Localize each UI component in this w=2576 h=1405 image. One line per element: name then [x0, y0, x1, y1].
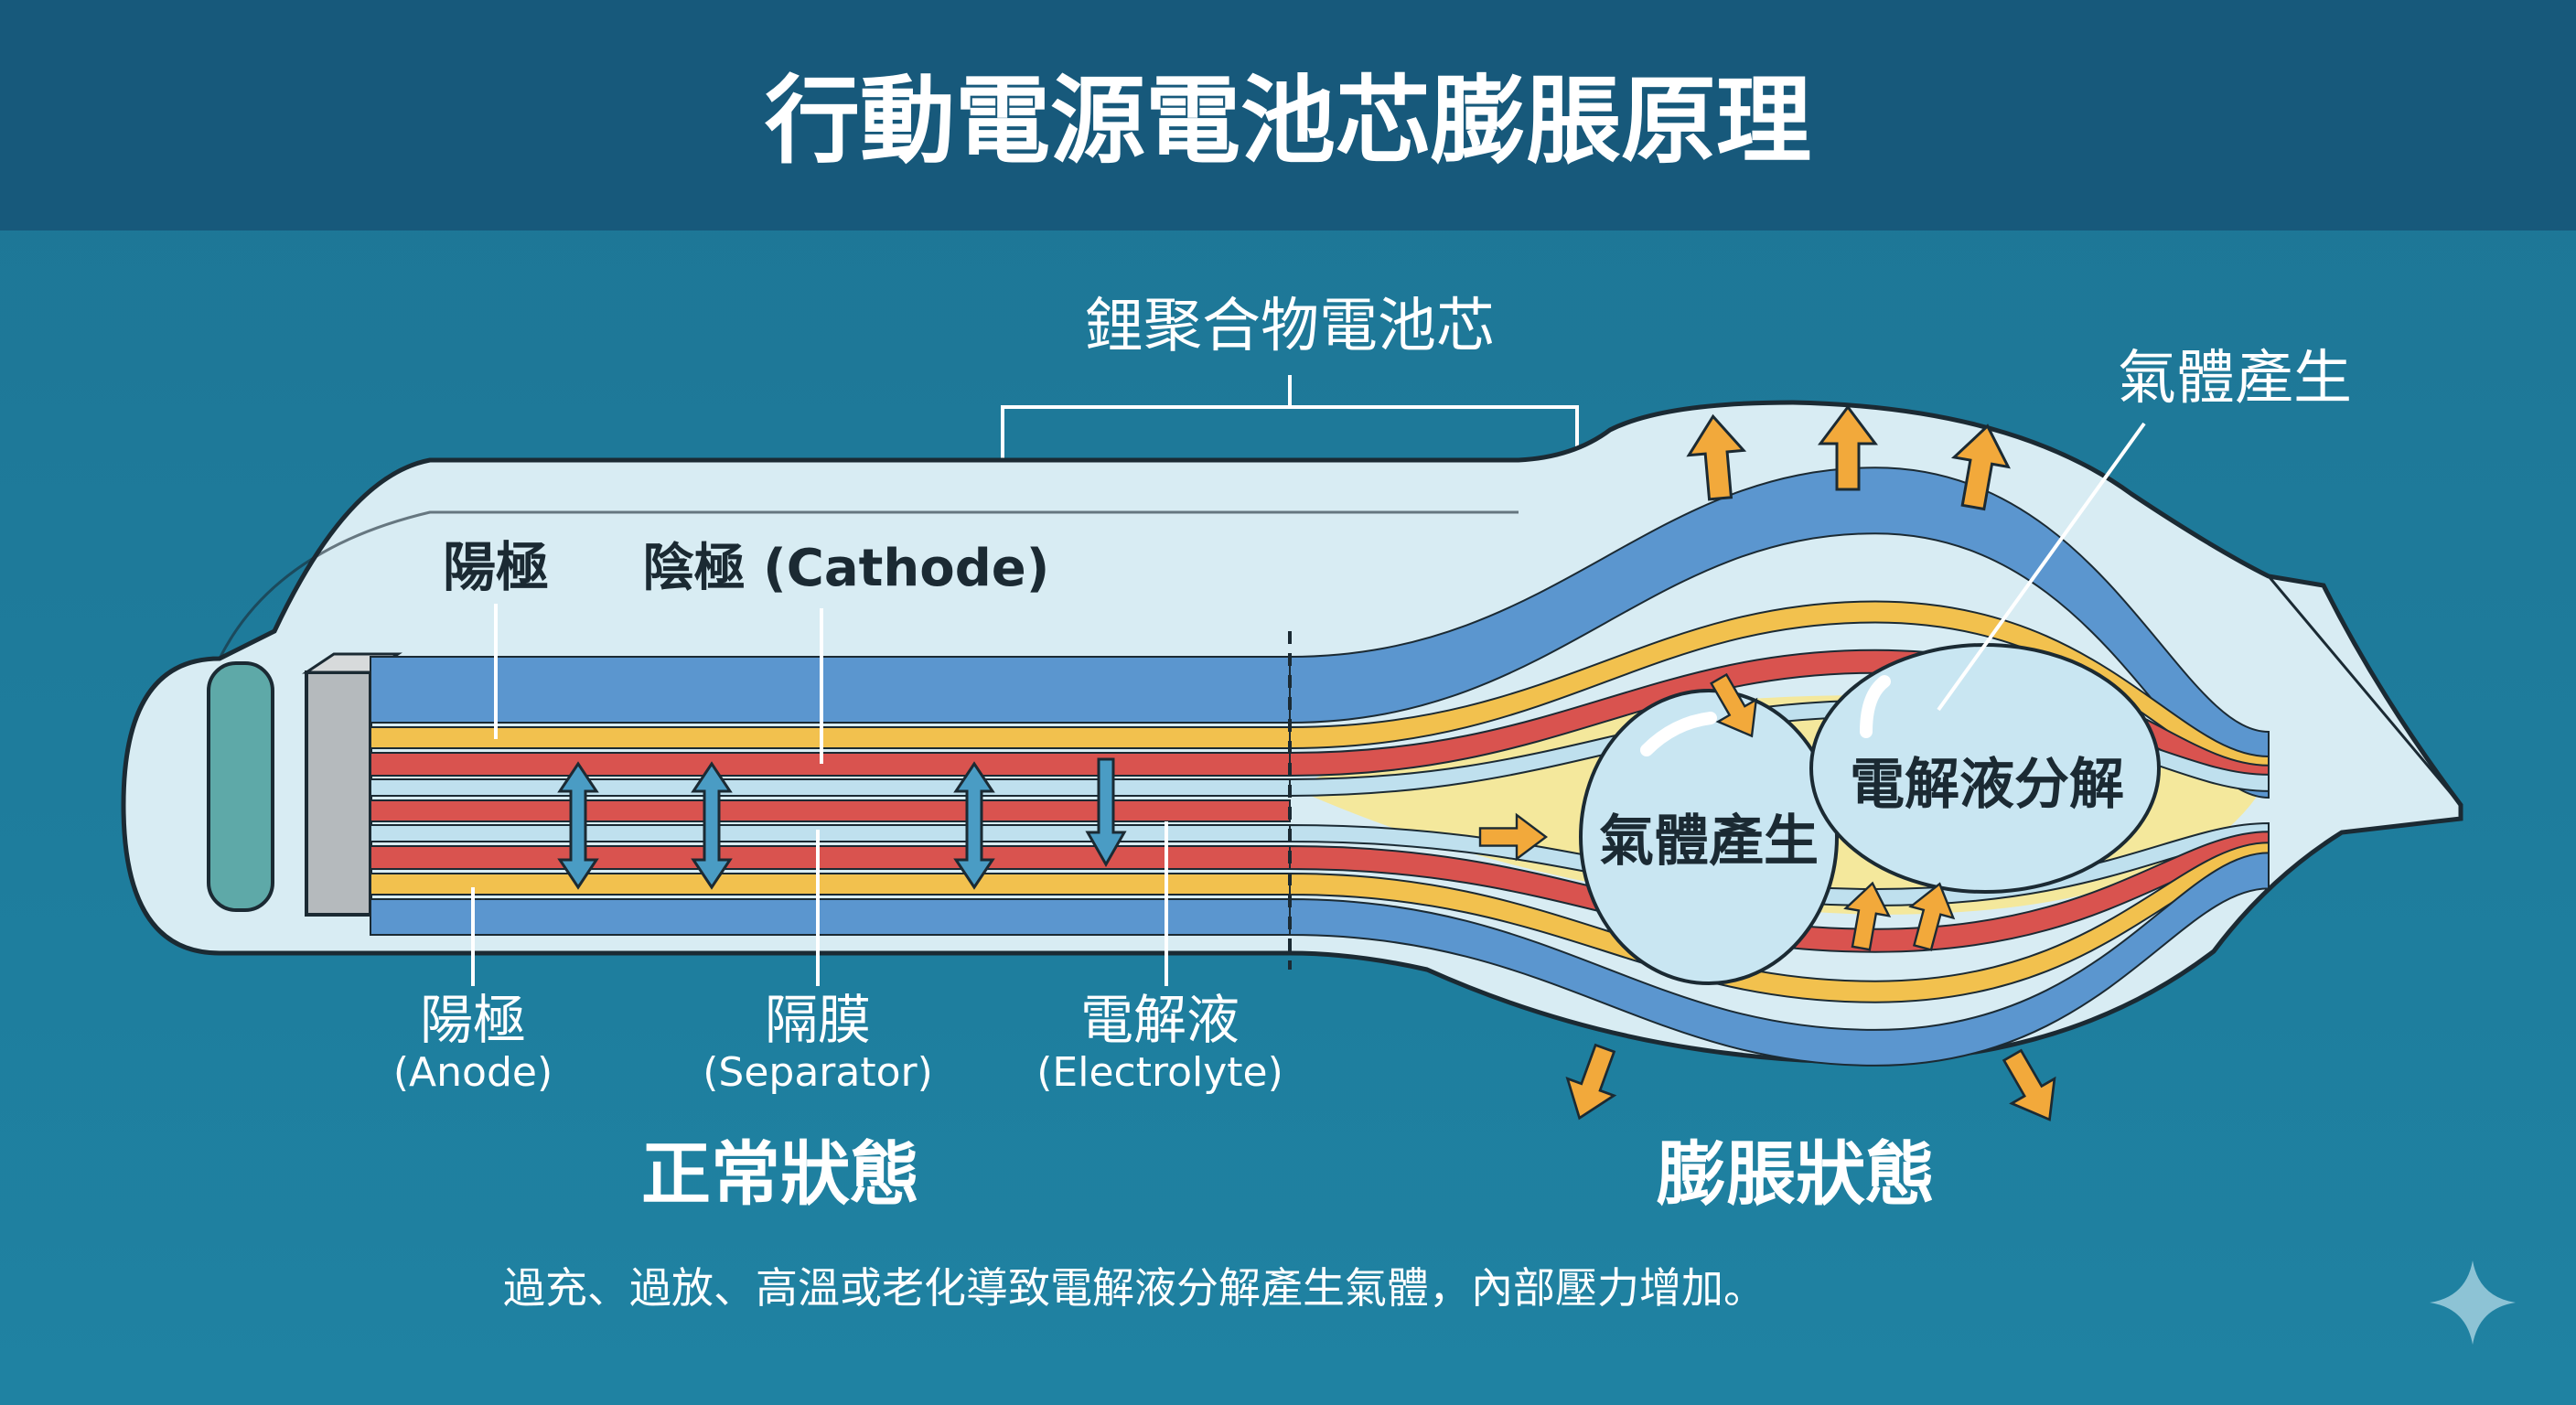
- state-swollen-label: 膨脹狀態: [1657, 1133, 1935, 1215]
- pressure-arrow-icon: [1565, 1043, 1617, 1121]
- ion-arrows: [557, 757, 1127, 890]
- pressure-arrow-icon: [1950, 424, 2011, 511]
- label-anode-en: (Anode): [393, 1049, 553, 1096]
- label-separator: 隔膜: [765, 989, 871, 1051]
- gas-label-inner: 氣體產生: [1599, 810, 1819, 874]
- double-arrow-icon: [691, 761, 733, 890]
- cell-label: 鋰聚合物電池芯: [1085, 293, 1495, 360]
- cathode-layer: [370, 845, 1291, 870]
- double-arrow-icon: [953, 761, 995, 890]
- sparkle-icon: [2430, 1260, 2516, 1345]
- current-collector: [370, 726, 1291, 749]
- shell-top-edge: [218, 510, 1519, 660]
- gas-label-outer: 氣體產生: [2118, 345, 2352, 413]
- bubble-highlight: [1860, 675, 1891, 738]
- bubble-highlight: [1640, 712, 1717, 756]
- anode-layer-swollen: [1289, 852, 2270, 1067]
- current-collector: [370, 873, 1291, 896]
- electrode-layers: [370, 467, 2270, 1067]
- separator-layer: [370, 778, 1291, 797]
- header-band: [0, 0, 2576, 231]
- label-anode-top: 陽極: [443, 536, 549, 598]
- anode-layer-swollen: [1289, 467, 2270, 799]
- pressure-arrow-icon: [1818, 404, 1878, 491]
- pressure-arrow-icon: [2002, 1048, 2056, 1121]
- anode-layer: [370, 656, 1291, 724]
- footer-caption: 過充、過放、高溫或老化導致電解液分解產生氣體，內部壓力增加。: [503, 1263, 1766, 1313]
- page-title: 行動電源電池芯膨脹原理: [765, 65, 1811, 177]
- pressure-arrows: [1478, 404, 2056, 1121]
- label-anode-bottom: 陽極: [420, 989, 526, 1051]
- gas-bubble-inner: [1579, 689, 1839, 985]
- separator-layer: [370, 824, 1291, 842]
- label-electrolyte-en: (Electrolyte): [1036, 1049, 1283, 1096]
- cathode-layer: [370, 752, 1291, 777]
- down-arrow-icon: [1085, 757, 1127, 868]
- decomposition-label: 電解液分解: [1850, 753, 2124, 817]
- pressure-arrow-icon: [1908, 882, 1956, 951]
- pressure-arrow-icon: [1710, 672, 1758, 738]
- gas-leader-line: [1937, 422, 2146, 712]
- cathode-layer: [370, 799, 1291, 822]
- label-cathode-top: 陰極 (Cathode): [643, 539, 1050, 598]
- label-electrolyte: 電解液: [1080, 989, 1240, 1051]
- pressure-arrow-icon: [1478, 812, 1549, 862]
- terminal-left: [207, 661, 274, 912]
- terminal-plate: [305, 670, 372, 917]
- pressure-arrow-icon: [1686, 413, 1747, 501]
- anode-layer: [370, 898, 1291, 936]
- pressure-arrow-icon: [1843, 881, 1892, 951]
- label-separator-en: (Separator): [703, 1049, 933, 1096]
- cell-bracket: [1001, 375, 1579, 476]
- state-normal-label: 正常狀態: [641, 1133, 919, 1215]
- double-arrow-icon: [557, 761, 599, 890]
- shell-seal-edge: [2267, 575, 2463, 806]
